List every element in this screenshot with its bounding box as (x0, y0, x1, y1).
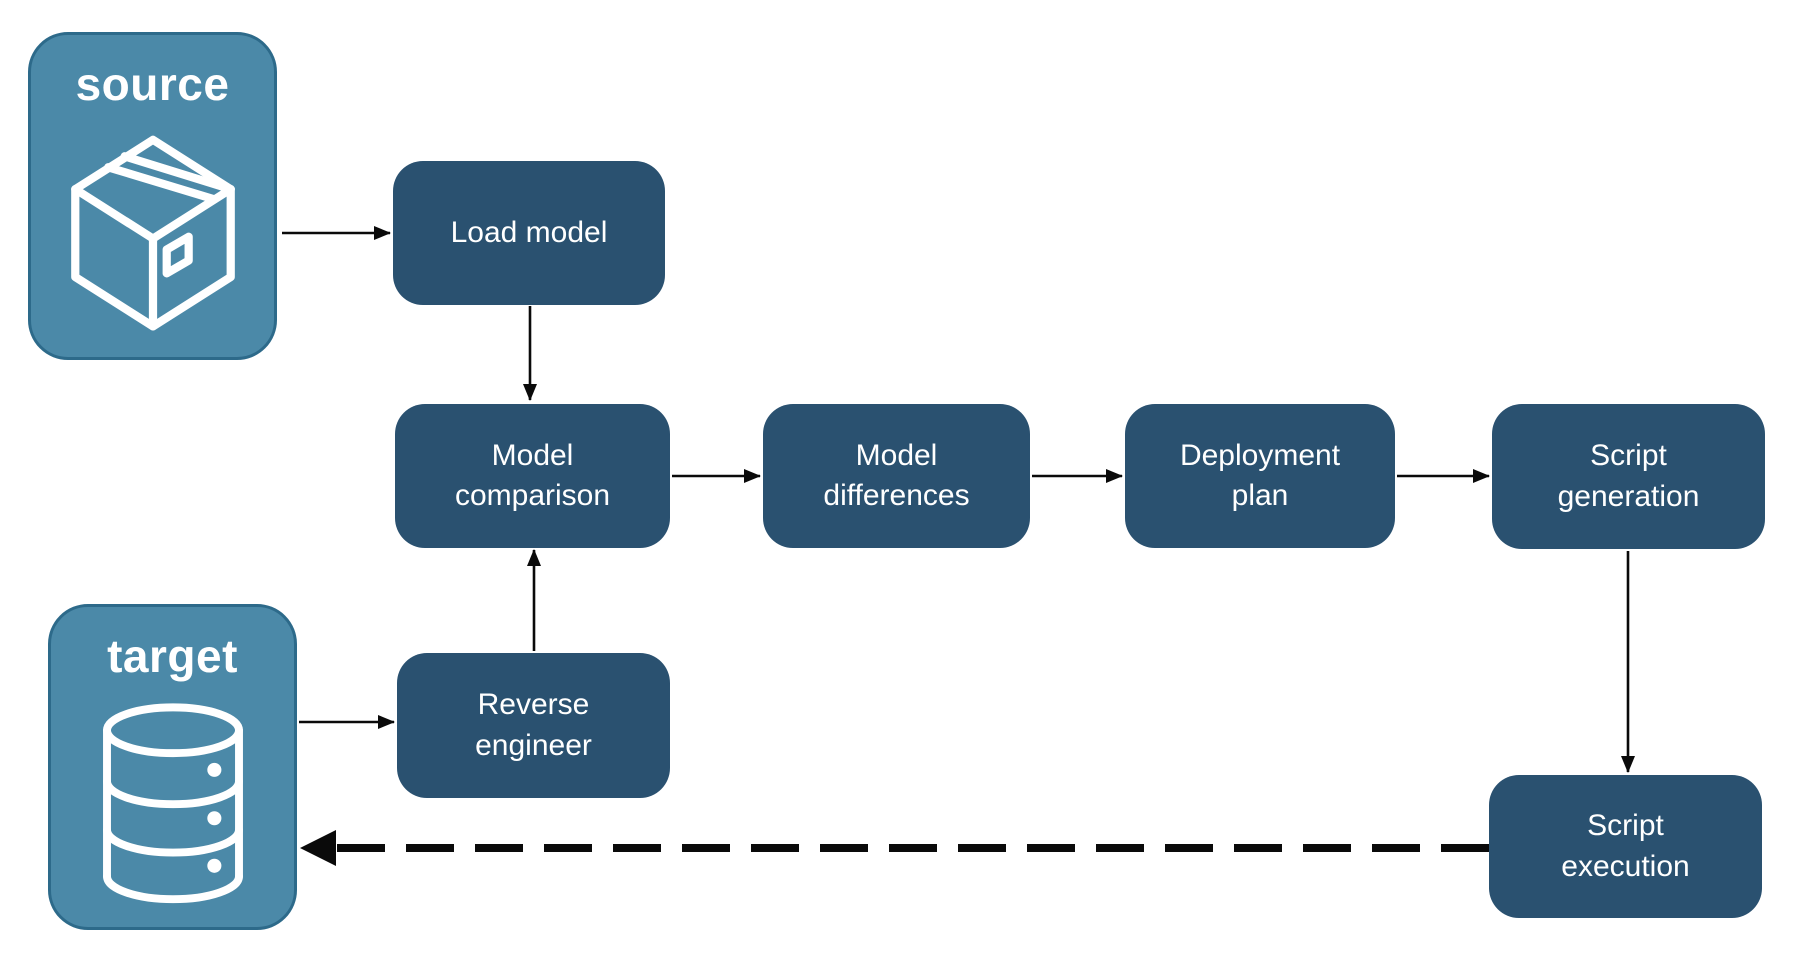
node-label: Model differences (823, 438, 970, 513)
dashed-arrowhead (300, 830, 336, 866)
node-label: Script execution (1561, 809, 1690, 883)
node-load-model: Load model (393, 161, 665, 305)
node-reverse-engineer: Reverse engineer (397, 653, 670, 798)
node-label: Reverse engineer (475, 688, 592, 762)
node-label: Script generation (1557, 439, 1700, 513)
package-icon (31, 111, 274, 357)
node-deployment-plan: Deployment plan (1125, 404, 1395, 548)
node-label: Load model (450, 215, 608, 249)
node-model-differences: Model differences (763, 404, 1030, 548)
source-endpoint: source (28, 32, 277, 360)
source-label: source (75, 58, 230, 110)
database-icon (51, 683, 294, 927)
target-endpoint: target (48, 604, 297, 930)
node-label: Model comparison (454, 438, 611, 513)
node-script-execution: Script execution (1489, 775, 1762, 918)
node-label: Deployment plan (1179, 438, 1341, 513)
node-script-generation: Script generation (1492, 404, 1765, 549)
edge-script-execution-to-target (300, 830, 1489, 866)
node-model-comparison: Model comparison (395, 404, 670, 548)
target-label: target (107, 630, 238, 682)
